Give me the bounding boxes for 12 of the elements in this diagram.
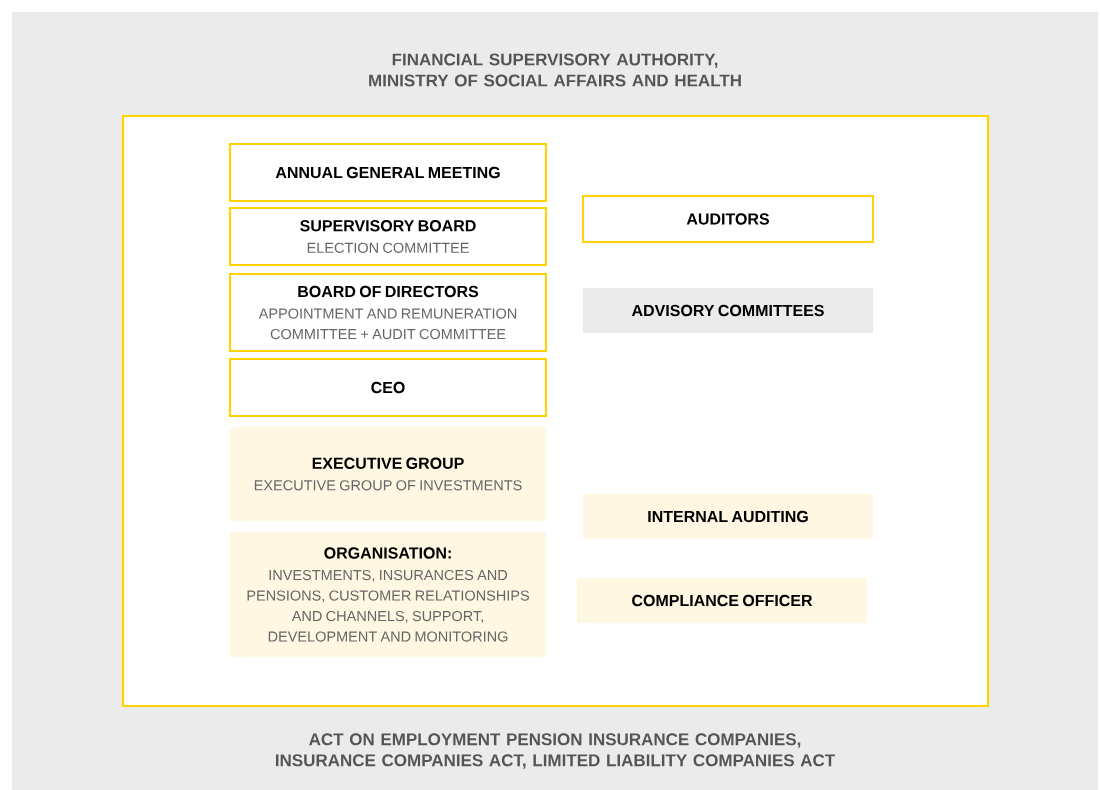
outlined-box: AUDITORS (582, 195, 874, 243)
shaded-box: ADVISORY COMMITTEES (583, 288, 873, 333)
outlined-box: CEO (229, 358, 547, 417)
shaded-box: COMPLIANCE OFFICER (577, 578, 867, 623)
shaded-box: INTERNAL AUDITING (583, 494, 873, 539)
outlined-box: BOARD OF DIRECTORS APPOINTMENT AND REMUNERATION COMMITTEE + AUDIT COMMITTEE (229, 273, 547, 352)
heading: FINANCIAL SUPERVISORY AUTHORITY, MINISTRY OF SOCIAL AFFAIRS AND HEALTH (369, 53, 741, 87)
note: ACT ON EMPLOYMENT PENSION INSURANCE COMPANIES, INSURANCE COMPANIES ACT, LIMITED LIABILITY COMPANIES ACT (275, 733, 835, 769)
outlined-box: SUPERVISORY BOARD ELECTION COMMITTEE (229, 207, 547, 266)
shaded-box: EXECUTIVE GROUP EXECUTIVE GROUP OF INVESTMENTS (230, 427, 546, 521)
shaded-box: ORGANISATION: INVESTMENTS, INSURANCES AND PENSIONS, CUSTOMER RELATIONSHIPS AND CHANNELS, SUPPORT, DEVELOPMENT AND MONITORING (230, 532, 546, 657)
outlined-box: ANNUAL GENERAL MEETING (229, 143, 547, 202)
